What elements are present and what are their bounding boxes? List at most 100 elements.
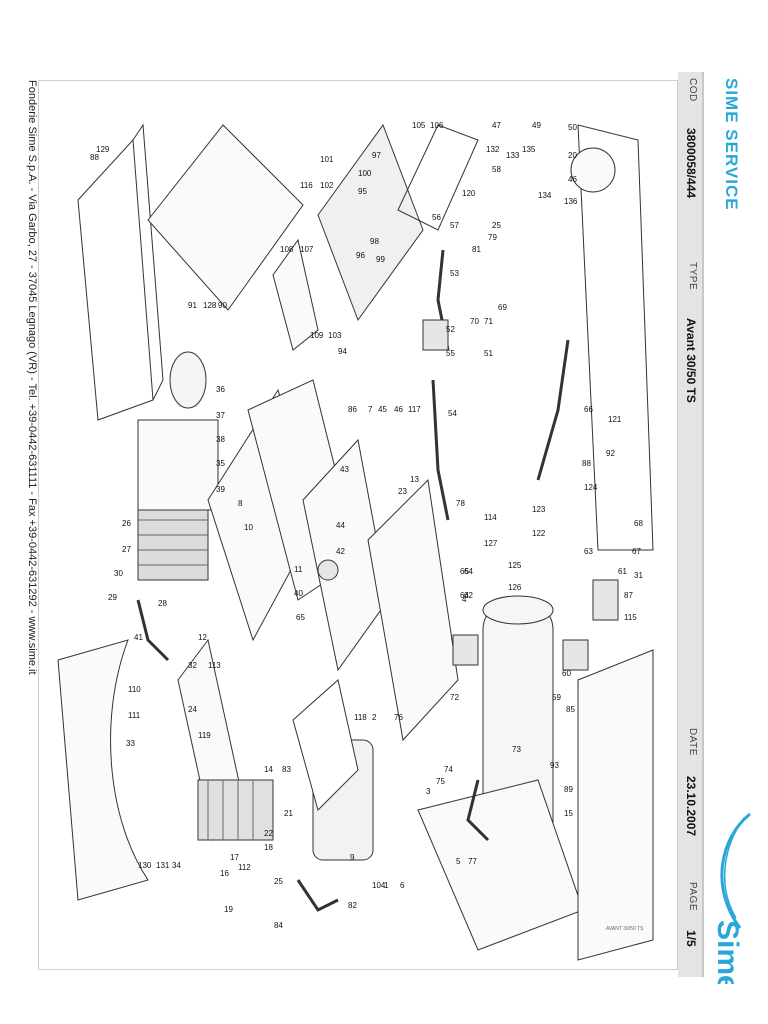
callout: 38 [216,435,225,444]
callout: 120 [462,189,476,198]
callout: 118 [354,713,367,722]
callout: 55 [446,349,455,358]
callout: 129 [96,145,110,154]
callout: 35 [216,459,225,468]
callout: 43 [340,465,349,474]
callout: 100 [358,169,372,178]
footer-address: Fonderie Sime S.p.A. - Via Garbo, 27 - 3… [26,80,38,675]
callout: 77 [468,857,477,866]
callout: 88 [90,153,99,162]
type-value: Avant 30/50 TS [684,318,698,403]
callout: 74 [444,765,453,774]
callout: 1 [384,881,389,890]
callout: 34 [172,861,181,870]
callout: 101 [320,155,334,164]
callout: 42 [336,547,345,556]
callout: 21 [284,809,293,818]
callout: 124 [584,483,598,492]
callout: 112 [238,863,251,872]
callout: 53 [450,269,459,278]
callout: 92 [606,449,615,458]
callout: 65 [296,613,305,622]
callout: 99 [376,255,385,264]
callout: 63 [584,547,593,556]
callout: 46 [394,405,403,414]
drawing-code: AVANT 30/50 TS [606,926,644,932]
callout: 62 [464,591,473,600]
sime-logo: Sime [711,812,751,984]
callout: 113 [208,661,221,670]
callout: 90 [218,301,227,310]
callout: 66 [584,405,593,414]
base-frame [247,379,459,742]
callout: 39 [216,485,225,494]
callout: 78 [456,499,465,508]
header-band [678,72,702,977]
callout: 125 [508,561,522,570]
callout: 23 [398,487,407,496]
callout: 13 [410,475,419,484]
type-label: TYPE [687,262,698,291]
callout: 33 [126,739,135,748]
callout: 54 [448,409,457,418]
callout: 82 [348,901,357,910]
callout: 98 [370,237,379,246]
callout: 32 [188,661,197,670]
callout: 65 [460,567,469,576]
callout: 4 [462,595,467,604]
callout: 103 [328,331,342,340]
callout: 123 [532,505,546,514]
callout: 108 [280,245,294,254]
callout-group: 129 88 91 128 90 101 102 116 100 95 97 1… [90,121,643,930]
cod-label: COD [687,78,698,102]
callout: 8 [238,499,243,508]
front-door [57,639,149,901]
callout: 75 [436,777,445,786]
callout: 51 [484,349,493,358]
callout: 69 [498,303,507,312]
callout: 46 [568,175,577,184]
fan-assembly [137,351,219,511]
callout: 14 [264,765,273,774]
callout: 12 [198,633,207,642]
callout: 114 [484,513,497,522]
rear-frame [397,124,654,551]
callout: 2 [372,713,377,722]
diagram-frame [38,80,678,970]
callout: 130 [138,861,152,870]
date-label: DATE [687,728,698,756]
heat-exchanger [137,509,209,581]
callout: 79 [488,233,497,242]
callout: 47 [492,121,501,130]
header-divider [702,72,704,977]
callout: 96 [356,251,365,260]
callout: 70 [470,317,479,326]
callout: 36 [216,385,225,394]
callout: 27 [122,545,131,554]
callout: 119 [198,731,211,740]
callout: 15 [564,809,573,818]
callout: 9 [350,853,355,862]
callout: 122 [532,529,546,538]
callout: 97 [372,151,381,160]
date-value: 23.10.2007 [684,776,698,837]
callout: 60 [562,669,571,678]
callout: 37 [216,411,225,420]
expansion-vessel [292,679,374,861]
callout: 121 [608,415,622,424]
callout: 40 [294,589,303,598]
front-panel [577,649,654,961]
callout: 45 [378,405,387,414]
callout: 71 [484,317,493,326]
callout: 26 [122,519,131,528]
callout: 68 [634,519,643,528]
cod-value: 3800058/444 [684,128,698,199]
callout: 115 [624,613,637,622]
callout: 109 [310,331,324,340]
callout: 126 [508,583,522,592]
burner [197,779,274,841]
callout: 102 [320,181,334,190]
exploded-diagram: 129 88 91 128 90 101 102 116 100 95 97 1… [38,80,678,970]
callout: 94 [338,347,347,356]
